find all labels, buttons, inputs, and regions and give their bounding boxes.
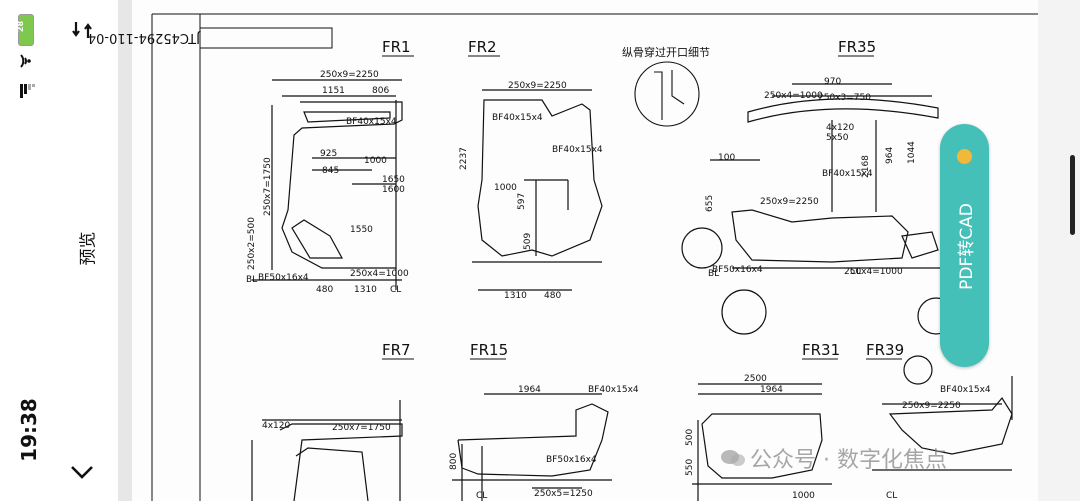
dim-label: 1650 — [382, 175, 405, 185]
chevron-down-icon[interactable] — [68, 460, 96, 484]
dim-label: CL — [886, 491, 897, 501]
dim-label: 250x7=1750 — [263, 157, 273, 216]
dim-label: 1000 — [494, 183, 517, 193]
dim-label: 250x4=1000 — [844, 267, 903, 277]
dim-label: BF40x15x4 — [822, 169, 873, 179]
dim-label: 800 — [449, 453, 459, 470]
dim-label: BF50x16x4 — [712, 265, 763, 275]
pdf-to-cad-label: PDF转CAD — [957, 203, 977, 290]
dim-label: 250x2=500 — [247, 217, 257, 270]
wechat-icon — [721, 450, 745, 466]
dim-label: BF40x15x4 — [588, 385, 639, 395]
status-bar: 28 19:38 — [0, 0, 58, 501]
dim-label: 509 — [523, 233, 533, 250]
dim-label: 480 — [316, 285, 333, 295]
dim-label: BF50x16x4 — [258, 273, 309, 283]
right-rail — [1038, 0, 1080, 501]
dim-label: 250x3=750 — [818, 93, 871, 103]
dim-label: 100 — [718, 153, 735, 163]
dim-label: 2237 — [459, 147, 469, 170]
dim-label: 1964 — [518, 385, 541, 395]
scrollbar[interactable] — [1070, 155, 1075, 235]
dim-label: 500 — [685, 429, 695, 446]
cad-drawing[interactable]: JTC45294-110-04 FR1 FR2 纵骨穿过开口细节 FR35 FR… — [88, 0, 1038, 501]
dim-label: CL — [390, 285, 401, 295]
wifi-icon — [20, 54, 31, 68]
dim-label: 250x9=2250 — [320, 70, 379, 80]
dim-label: 655 — [705, 195, 715, 212]
dim-label: BL — [246, 275, 257, 285]
section-fr7: FR7 — [382, 341, 411, 359]
dim-label: 1151 — [322, 86, 345, 96]
status-time: 19:38 — [17, 398, 41, 462]
dim-label: 1964 — [760, 385, 783, 395]
watermark-text: 公众号 · 数字化焦点 — [750, 448, 947, 473]
dim-label: 1600 — [382, 185, 405, 195]
drawing-number: JTC45294-110-04 — [88, 30, 201, 45]
dim-label: 250x5=1250 — [534, 489, 593, 499]
dim-label: 250x9=2250 — [760, 197, 819, 207]
dim-label: 925 — [320, 149, 337, 159]
dim-label: 970 — [824, 77, 841, 87]
section-fr39: FR39 — [866, 341, 904, 359]
dim-label: CL — [850, 267, 861, 277]
dim-label: 845 — [322, 166, 339, 176]
dim-label: CL — [476, 491, 487, 501]
battery-icon: 28 — [16, 14, 34, 46]
swap-icon[interactable] — [70, 18, 94, 42]
dim-label: 480 — [544, 291, 561, 301]
dim-label: 250x4=1000 — [764, 91, 823, 101]
page-shadow — [118, 0, 132, 501]
dim-label: BF50x16x4 — [546, 455, 597, 465]
dim-label: BF40x15x4 — [346, 117, 397, 127]
dim-label: 1000 — [792, 491, 815, 501]
dim-label: 2168 — [861, 155, 871, 178]
dim-label: 4x120 — [262, 421, 291, 431]
dim-label: 5x50 — [826, 133, 849, 143]
page-title: 预览 — [78, 231, 99, 266]
dim-label: 250x9=2250 — [902, 401, 961, 411]
dim-label: 806 — [372, 86, 389, 96]
dim-label: 250x9=2250 — [508, 81, 567, 91]
badge-icon — [957, 149, 972, 164]
dim-label: 2500 — [744, 374, 767, 384]
dim-label: BF40x15x4 — [492, 113, 543, 123]
dim-label: 964 — [885, 147, 895, 164]
dim-label: 250x4=1000 — [350, 269, 409, 279]
dim-label: 1550 — [350, 225, 373, 235]
dim-label: BF40x15x4 — [552, 145, 603, 155]
section-fr15: FR15 — [470, 341, 508, 359]
section-fr2: FR2 — [468, 38, 497, 56]
dim-label: BF40x15x4 — [940, 385, 991, 395]
signal-icon — [20, 84, 35, 98]
section-fr35: FR35 — [838, 38, 876, 56]
dim-label: 1310 — [504, 291, 527, 301]
section-detail: 纵骨穿过开口细节 — [622, 45, 710, 59]
section-fr1: FR1 — [382, 38, 411, 56]
dim-label: 550 — [685, 459, 695, 476]
dim-label: 250x7=1750 — [332, 423, 391, 433]
section-fr31: FR31 — [802, 341, 840, 359]
pdf-to-cad-button[interactable]: PDF转CAD — [940, 124, 989, 367]
battery-level: 28 — [16, 20, 26, 33]
dim-label: BL — [708, 269, 719, 279]
dim-label: 1310 — [354, 285, 377, 295]
dim-label: 1044 — [907, 141, 917, 164]
dim-label: 1000 — [364, 156, 387, 166]
dim-label: 4x120 — [826, 123, 855, 133]
dim-label: 597 — [517, 193, 527, 210]
